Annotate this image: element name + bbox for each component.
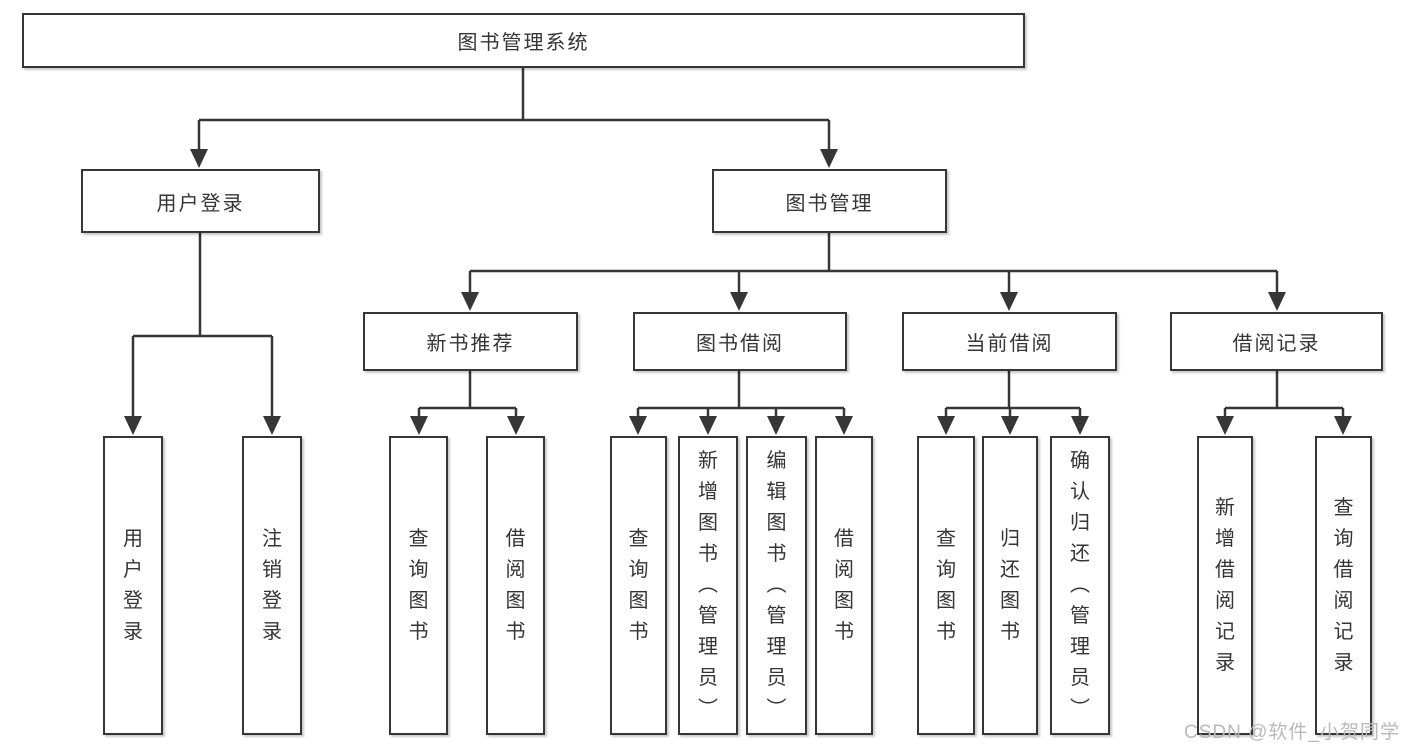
leaf-return-books: 归 还 图 书 bbox=[982, 436, 1038, 735]
leaf-add-borrow-record: 新 增 借 阅 记 录 bbox=[1197, 436, 1253, 735]
leaf-borrow-books-recommend: 借 阅 图 书 bbox=[486, 436, 545, 735]
leaf-query-books-recommend: 查 询 图 书 bbox=[389, 436, 448, 735]
leaf-user-login: 用 户 登 录 bbox=[103, 436, 163, 735]
node-library-management-system: 图书管理系统 bbox=[22, 13, 1025, 68]
leaf-confirm-return-admin: 确 认 归 还 ︵ 管 理 员 ︶ bbox=[1050, 436, 1110, 735]
node-borrowing-records: 借阅记录 bbox=[1170, 312, 1383, 371]
node-new-book-recommendation: 新书推荐 bbox=[363, 312, 578, 371]
node-user-login: 用户登录 bbox=[81, 169, 320, 233]
arrow-down-icons bbox=[124, 149, 1352, 435]
leaf-logout: 注 销 登 录 bbox=[242, 436, 302, 735]
csdn-watermark: CSDN @软件_小贺同学 bbox=[1184, 722, 1400, 743]
leaf-query-books-borrowing: 查 询 图 书 bbox=[610, 436, 667, 735]
leaf-edit-book-admin: 编 辑 图 书 ︵ 管 理 员 ︶ bbox=[746, 436, 807, 735]
node-book-borrowing: 图书借阅 bbox=[633, 312, 847, 371]
leaf-add-book-admin: 新 增 图 书 ︵ 管 理 员 ︶ bbox=[678, 436, 738, 735]
node-current-borrowing: 当前借阅 bbox=[902, 312, 1117, 371]
node-book-management: 图书管理 bbox=[712, 169, 947, 233]
leaf-borrow-books: 借 阅 图 书 bbox=[815, 436, 873, 735]
leaf-query-books-current: 查 询 图 书 bbox=[917, 436, 975, 735]
leaf-query-borrow-record: 查 询 借 阅 记 录 bbox=[1315, 436, 1372, 735]
